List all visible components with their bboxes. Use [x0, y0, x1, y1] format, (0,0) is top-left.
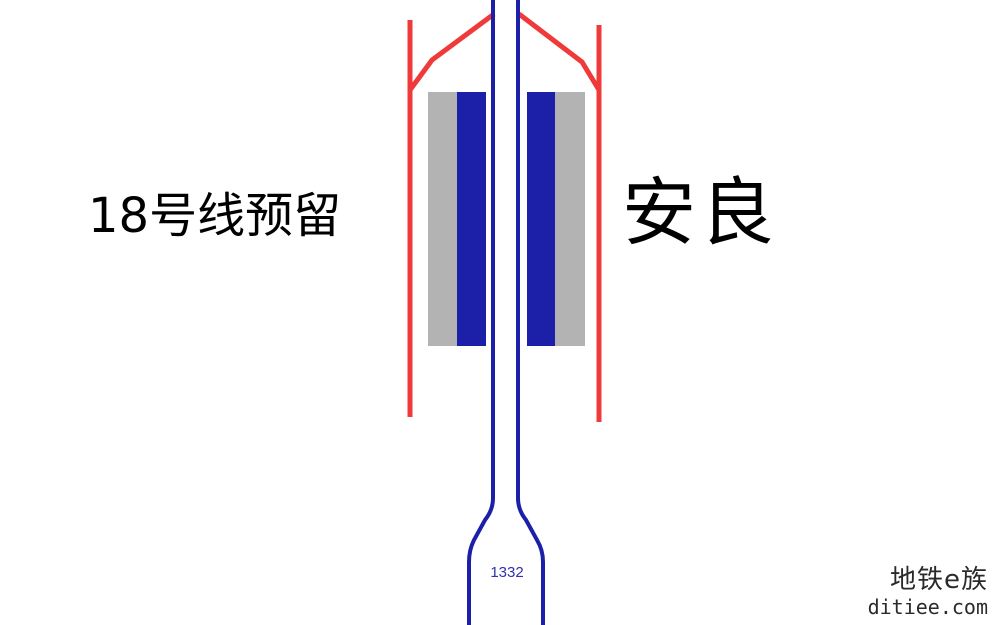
watermark-line2: ditiee.com — [867, 595, 988, 619]
track-number-label: 1332 — [490, 564, 523, 581]
reserved-line-label: 18号线预留 — [88, 188, 342, 244]
station-name: 安良 — [622, 170, 778, 256]
watermark-line1: 地铁e族 — [890, 565, 988, 595]
main-track-right — [516, 0, 545, 625]
reserved-connector-right — [517, 12, 602, 92]
reserved-connector-left — [407, 11, 496, 92]
platforms — [428, 92, 585, 346]
watermark: 地铁e族 ditiee.com — [868, 565, 988, 619]
reserved-tracks — [407, 11, 602, 422]
right-platform-edge — [527, 92, 555, 346]
main-track-left — [467, 0, 495, 625]
left-platform-edge — [457, 92, 486, 346]
main-tracks — [467, 0, 545, 625]
